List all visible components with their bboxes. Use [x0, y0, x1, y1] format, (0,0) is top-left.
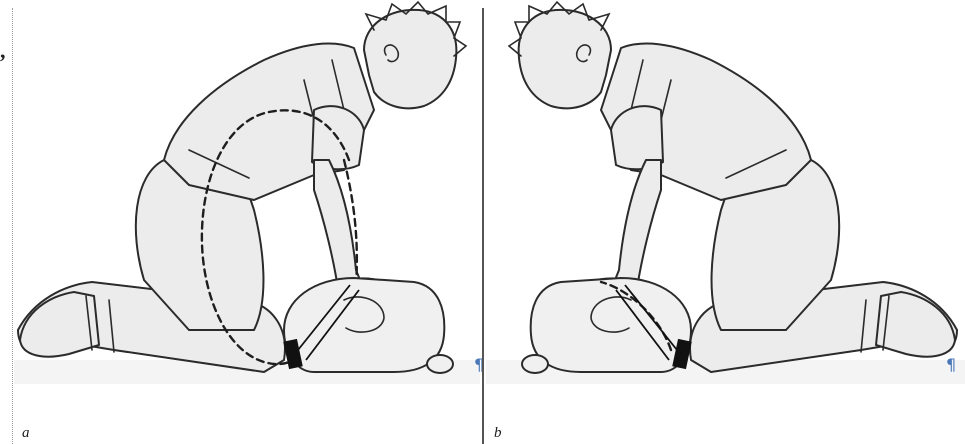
arm-shape: [611, 160, 661, 295]
manikin-head: [522, 355, 548, 373]
head-shape: [364, 10, 456, 108]
pilcrow-mark-b: ¶: [946, 355, 956, 374]
head-shape: [519, 10, 611, 108]
panel-b-illustration: [486, 0, 965, 444]
panel-b: b ¶: [486, 0, 965, 444]
margin-punctuation-mark: ,: [0, 40, 6, 62]
manikin-head: [427, 355, 453, 373]
page-margin-line: [12, 8, 13, 444]
panel-a-illustration: [14, 0, 480, 444]
panel-label-b: b: [494, 425, 502, 442]
panel-divider: [482, 8, 484, 444]
panel-label-a: a: [22, 425, 30, 442]
panel-a: a ¶: [14, 0, 480, 444]
